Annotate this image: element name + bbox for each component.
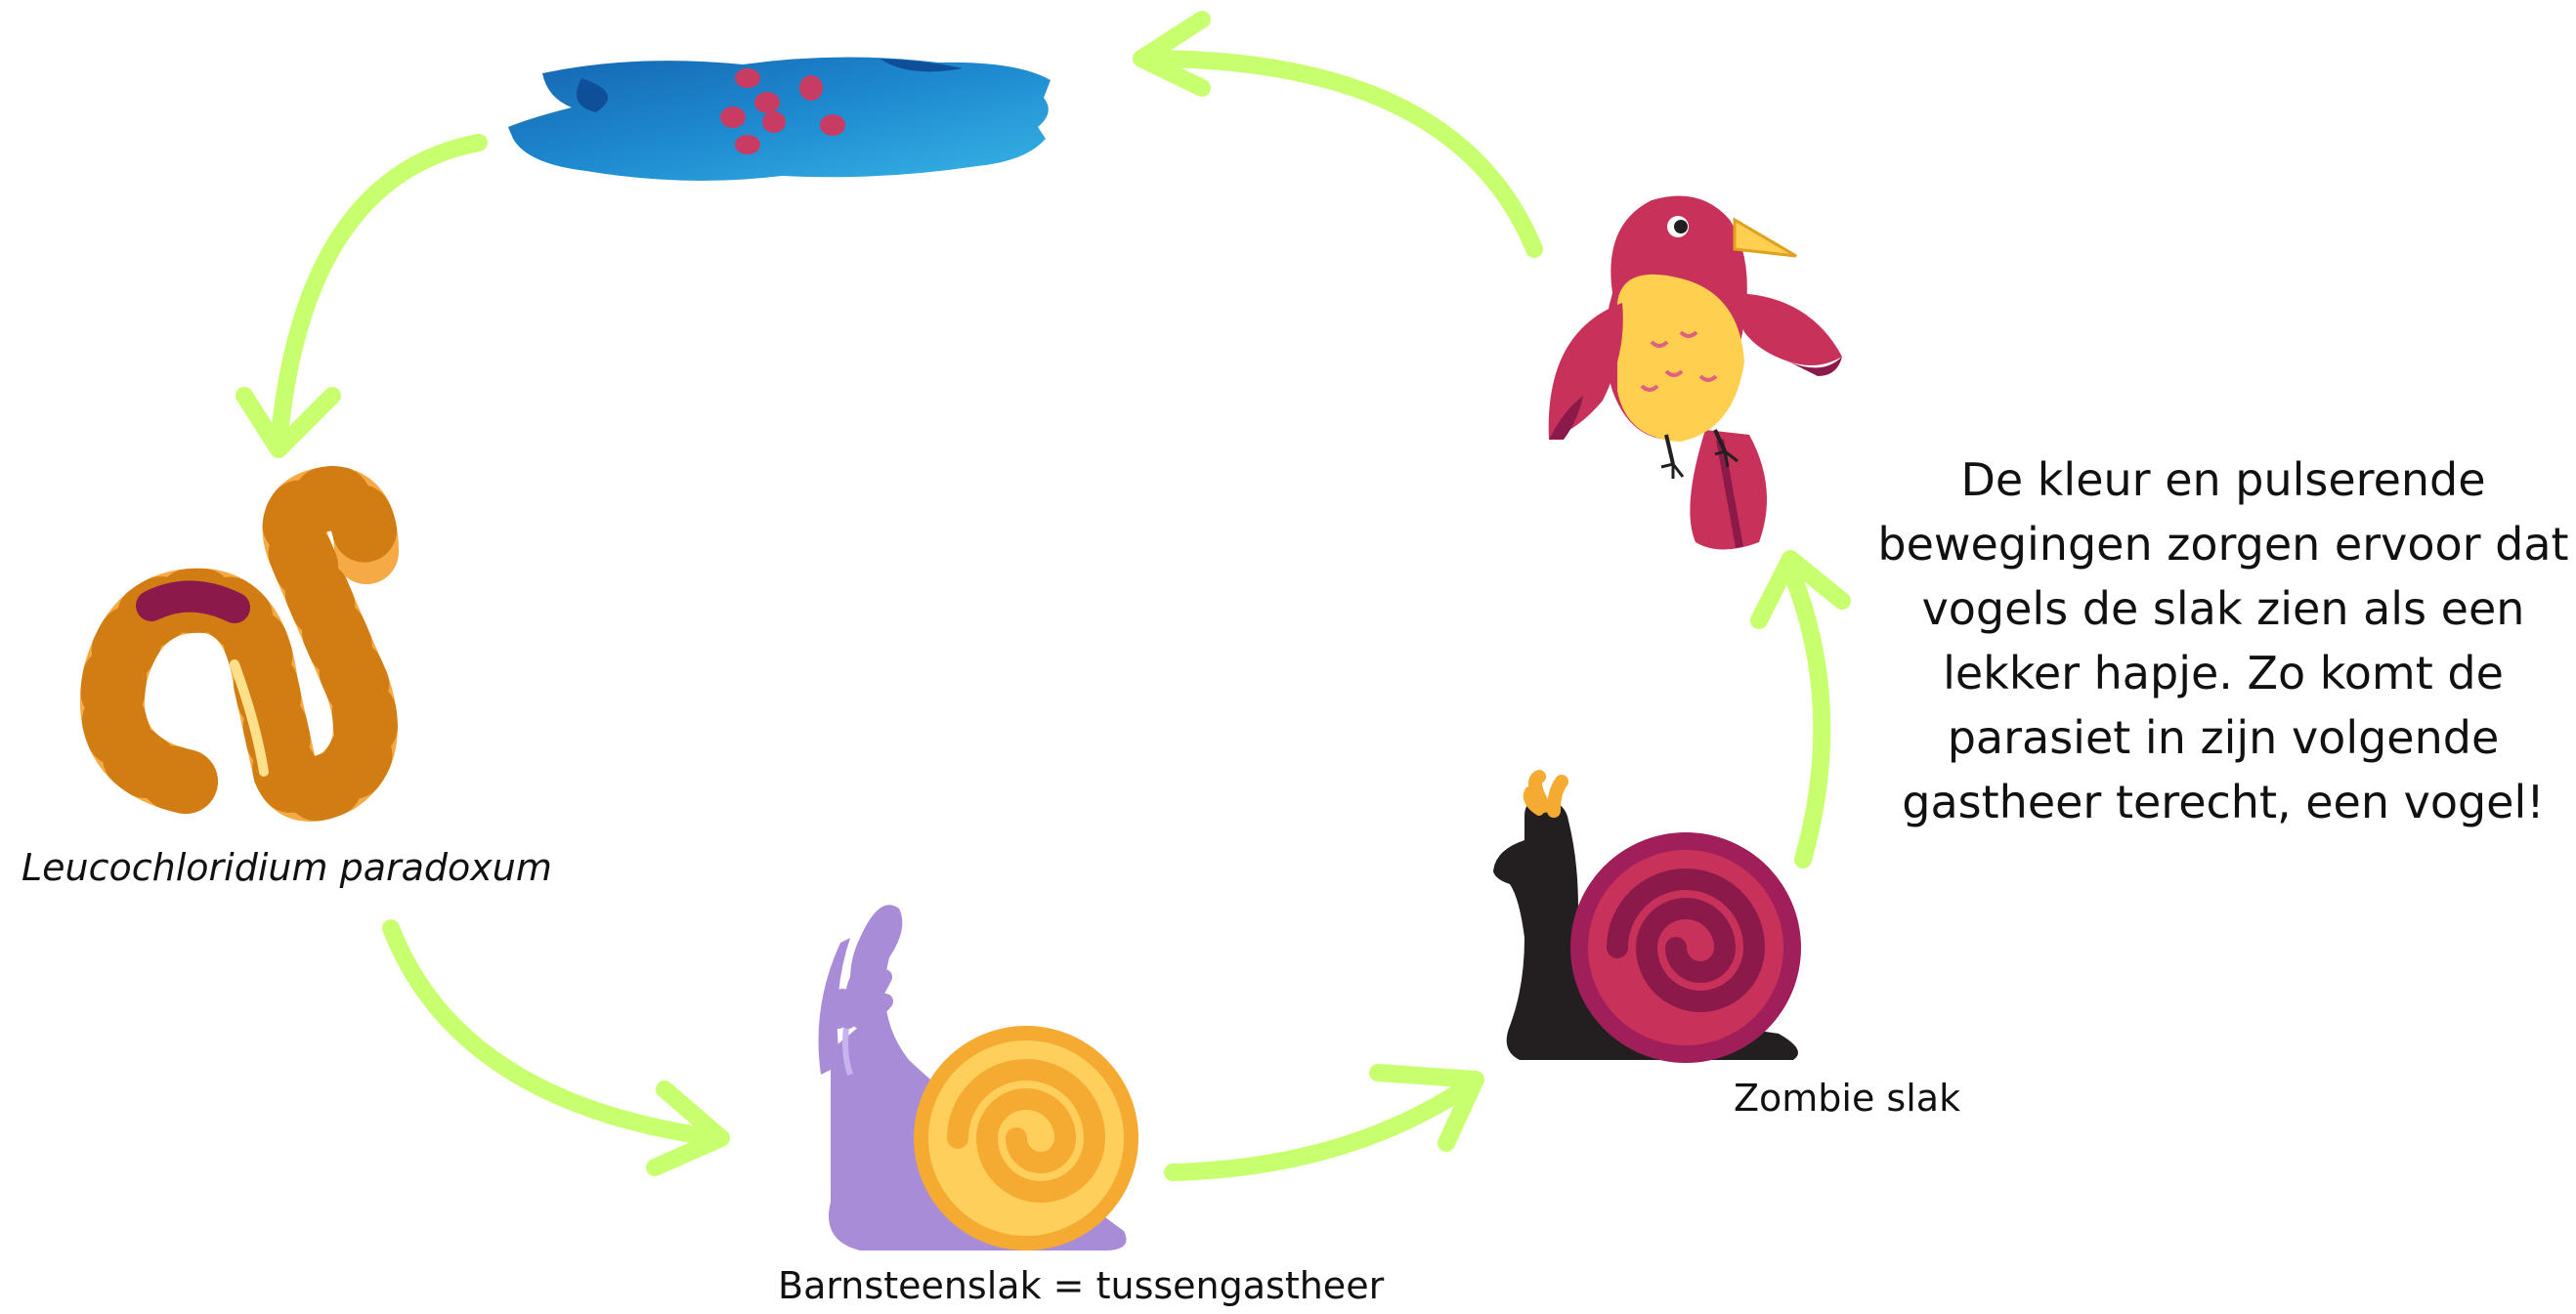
worm-icon bbox=[80, 465, 399, 822]
description-text: De kleur en pulserende bewegingen zorgen… bbox=[1876, 447, 2570, 834]
arrow-bird-to-water bbox=[1133, 11, 1543, 258]
zombie-snail-label: Zombie slak bbox=[1734, 1077, 1961, 1120]
arrow-worm-to-amber-snail bbox=[382, 919, 730, 1176]
description-line: bewegingen zorgen ervoor dat bbox=[1877, 518, 2569, 571]
water-with-eggs-icon bbox=[508, 57, 1051, 181]
amber-snail-label: Barnsteenslak = tussengastheer bbox=[778, 1264, 1385, 1307]
description-line: parasiet in zijn volgende bbox=[1947, 711, 2500, 764]
description-line: lekker hapje. Zo komt de bbox=[1943, 647, 2504, 699]
zombie-snail-icon bbox=[1493, 770, 1801, 1063]
worm-label: Leucochloridium paradoxum bbox=[21, 846, 552, 889]
bird-icon bbox=[1548, 195, 1842, 550]
description-line: vogels de slak zien als een bbox=[1921, 582, 2525, 635]
arrow-water-to-worm bbox=[236, 134, 488, 458]
amber-snail-icon bbox=[818, 905, 1138, 1250]
arrow-zombie-snail-to-bird bbox=[1750, 550, 1851, 869]
description-line: De kleur en pulserende bbox=[1960, 453, 2486, 506]
description-line: gastheer terecht, een vogel! bbox=[1902, 776, 2545, 828]
arrow-amber-to-zombie-snail bbox=[1164, 1064, 1484, 1181]
